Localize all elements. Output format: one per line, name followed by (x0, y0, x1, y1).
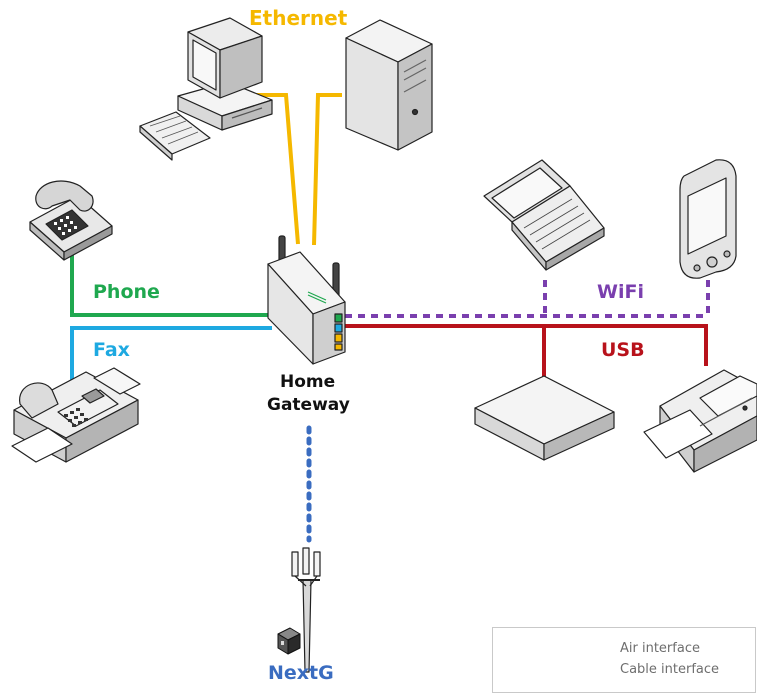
fax-machine-icon (11, 367, 141, 463)
usb-cable (345, 324, 708, 378)
phone-label: Phone (93, 281, 160, 303)
desktop-computer-icon (139, 17, 273, 161)
set-top-box-icon (474, 375, 615, 461)
legend (492, 627, 756, 693)
legend-cable-label: Cable interface (620, 662, 720, 677)
printer-icon (643, 369, 757, 473)
nextg-label: NextG (268, 662, 334, 684)
laptop-icon (483, 159, 605, 271)
wifi-link (345, 280, 710, 318)
phone-cable (70, 252, 272, 317)
fax-cable (70, 326, 272, 388)
home-gateway-label-line1: Home (280, 372, 336, 392)
server-tower-icon (345, 19, 433, 151)
ethernet-label: Ethernet (249, 6, 348, 30)
telephone-icon (29, 180, 113, 261)
usb-label: USB (601, 339, 645, 361)
fax-label: Fax (93, 339, 130, 361)
router-icon (267, 235, 346, 365)
legend-air-label: Air interface (620, 641, 700, 656)
base-station-icon (277, 627, 301, 655)
pda-icon (679, 159, 737, 279)
cell-tower-icon (291, 547, 321, 673)
home-gateway-label-line2: Gateway (267, 395, 350, 415)
wifi-label: WiFi (597, 281, 644, 303)
